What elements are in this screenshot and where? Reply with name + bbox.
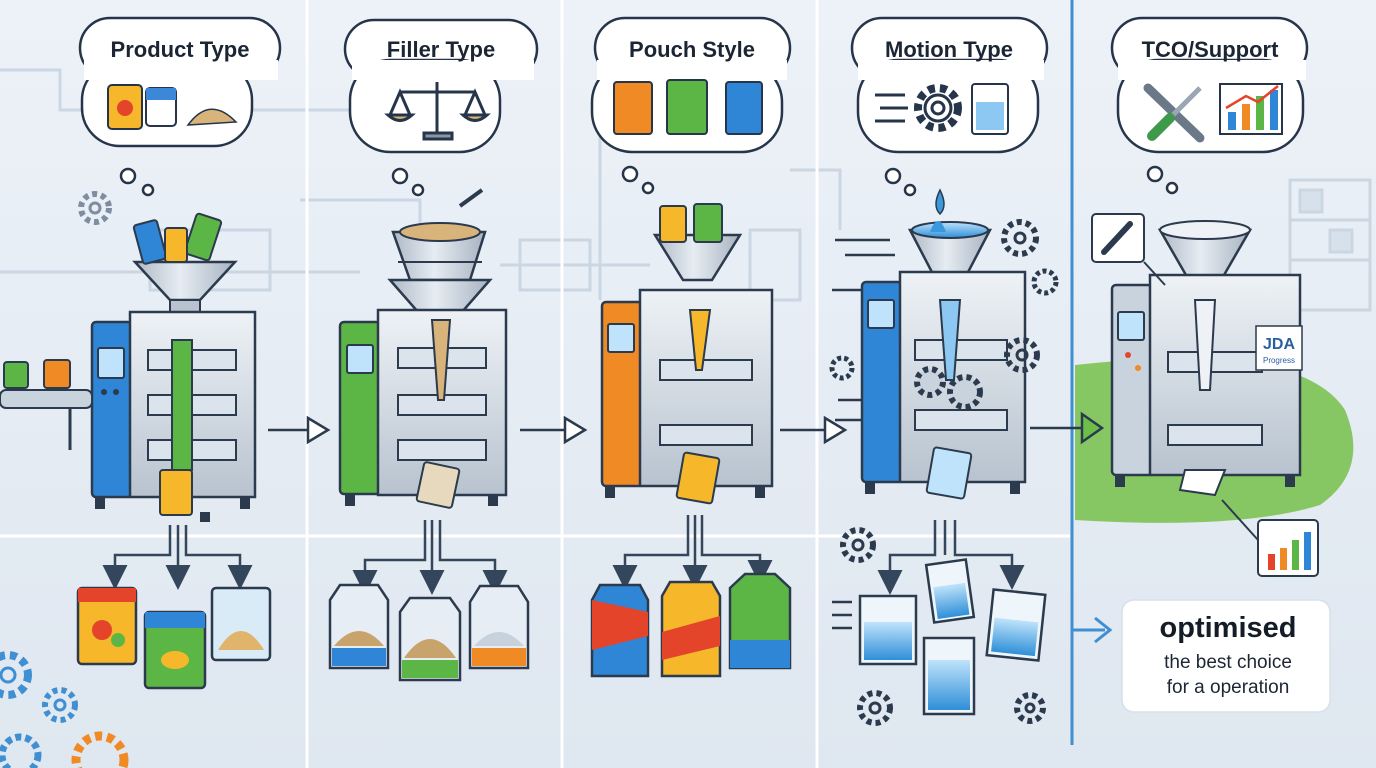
machine-tco-support: JDA Progress — [1110, 220, 1303, 497]
stage-label-motion-type: Motion Type — [885, 37, 1013, 62]
flow-arrows — [268, 411, 1105, 445]
gear-icon — [0, 191, 1059, 768]
wrench-callout — [1091, 213, 1166, 286]
output-pouches-motion — [832, 558, 1047, 716]
brand-badge — [1255, 325, 1303, 371]
stage-label-tco-support: TCO/Support — [1142, 37, 1280, 62]
chart-callout — [1221, 499, 1319, 577]
bubble-tco-support: TCO/Support — [1110, 16, 1309, 195]
bubble-pouch-style: Pouch Style — [590, 16, 792, 195]
brand-tagline: Progress — [1263, 356, 1295, 365]
stage-label-filler-type: Filler Type — [387, 37, 495, 62]
machine-product-type — [90, 212, 257, 522]
bubble-product-type: Product Type — [78, 16, 282, 197]
output-pouches-filler — [328, 583, 530, 682]
output-pouches-style — [590, 572, 792, 678]
bubble-filler-type: Filler Type — [343, 18, 539, 197]
stage-label-pouch-style: Pouch Style — [629, 37, 755, 62]
result-line-2: for a operation — [1166, 677, 1290, 698]
arrow-right-icon — [1094, 616, 1113, 644]
conveyor-belt — [0, 359, 93, 450]
result-card — [1121, 599, 1331, 713]
screwdriver-icon — [1147, 86, 1202, 141]
output-pouches-product — [76, 586, 272, 690]
machine-motion-type — [832, 188, 1027, 500]
balance-scale-icon — [384, 82, 491, 141]
result-title: optimised — [1159, 612, 1297, 644]
bubble-motion-type: Motion Type — [850, 16, 1049, 197]
water-drop-icon — [935, 188, 945, 216]
bar-chart-icon — [1219, 83, 1283, 135]
column-dividers — [0, 0, 1070, 768]
result-line-1: the best choice — [1164, 652, 1292, 673]
output-arrows — [102, 515, 1025, 595]
stage-label-product-type: Product Type — [111, 37, 250, 62]
gear-icon — [914, 84, 962, 132]
machine-filler-type — [338, 188, 508, 509]
machine-pouch-style — [600, 203, 774, 505]
brand-name: JDA — [1263, 336, 1295, 353]
